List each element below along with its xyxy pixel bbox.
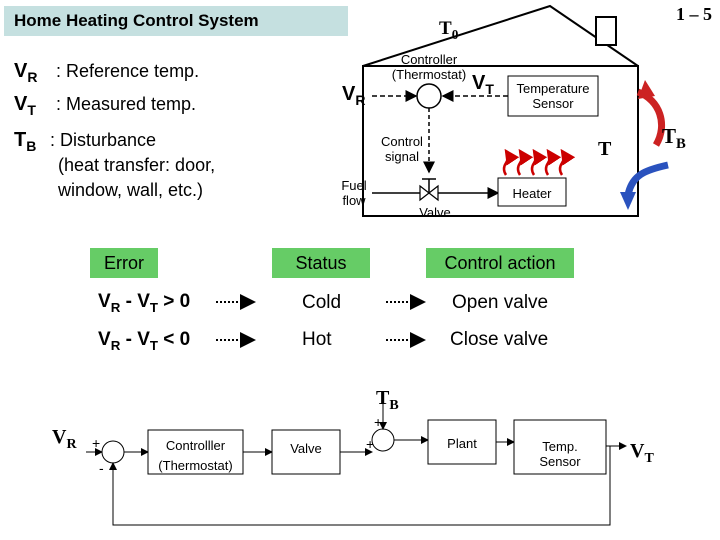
- row1-status: Cold: [302, 292, 342, 313]
- legend-vt-text: : Measured temp.: [56, 94, 197, 114]
- row2-status: Hot: [302, 329, 332, 350]
- chimney: [595, 16, 617, 46]
- row1-action: Open valve: [452, 292, 549, 313]
- heat-waves-icon: [502, 148, 576, 176]
- heat-loss-arrowhead-icon: [638, 80, 655, 99]
- controller-label: Controller(Thermostat): [391, 52, 467, 82]
- legend-vr-text: : Reference temp.: [56, 61, 200, 81]
- row2-error-condition: VR - VT < 0: [98, 329, 191, 353]
- block-valve-label: Valve: [290, 441, 322, 456]
- slide-number: 1 – 5: [676, 4, 712, 24]
- block-vr-symbol: VR: [52, 426, 77, 452]
- legend-tb-symbol: TB: [14, 129, 37, 154]
- legend-tb-text-3: window, wall, etc.): [58, 180, 204, 200]
- house-vt-symbol: VT: [472, 72, 494, 97]
- sum1-plus: +: [92, 435, 101, 451]
- page-title: Home Heating Control System: [14, 11, 259, 30]
- house-tb-symbol: TB: [662, 124, 686, 153]
- block-tb-symbol: TB: [376, 387, 399, 413]
- legend-vr-symbol: VR: [14, 60, 38, 85]
- heat-gain-arrow-icon: [624, 161, 669, 196]
- controller-circle: [416, 83, 442, 109]
- house-outline: [362, 4, 639, 217]
- header-control-action: Control action: [426, 248, 574, 278]
- block-sensor-label: Temp.Sensor: [539, 439, 581, 469]
- sum2-plus-left: +: [366, 436, 375, 452]
- heater-box: [497, 177, 567, 207]
- house-vr-symbol: VR: [342, 83, 366, 108]
- legend-tb-text-2: (heat transfer: door,: [58, 155, 216, 175]
- sum2-plus-top: +: [374, 414, 383, 430]
- valve-label: Valve: [419, 205, 451, 220]
- valve-symbol: [419, 178, 439, 202]
- row1-error-condition: VR - VT > 0: [98, 291, 191, 315]
- block-diagram: [86, 404, 627, 526]
- sum1-minus: -: [99, 460, 104, 476]
- temperature-sensor-box: [507, 75, 599, 117]
- indoor-temp-symbol: T: [598, 138, 612, 160]
- header-status: Status: [272, 248, 370, 278]
- block-plant-label: Plant: [447, 436, 477, 451]
- outdoor-temp-symbol: T0: [439, 18, 459, 42]
- header-error: Error: [90, 248, 158, 278]
- legend-tb-text-1: : Disturbance: [50, 130, 157, 150]
- title-banner: [4, 6, 348, 36]
- block-controller-label: Controlller(Thermostat): [158, 438, 233, 473]
- heat-loss-arrow-icon: [636, 88, 666, 147]
- heater-label: Heater: [512, 186, 552, 201]
- row2-action: Close valve: [450, 329, 549, 350]
- legend-vt-symbol: VT: [14, 93, 36, 118]
- block-vt-symbol: VT: [630, 440, 654, 466]
- heat-gain-arrowhead-icon: [620, 192, 636, 210]
